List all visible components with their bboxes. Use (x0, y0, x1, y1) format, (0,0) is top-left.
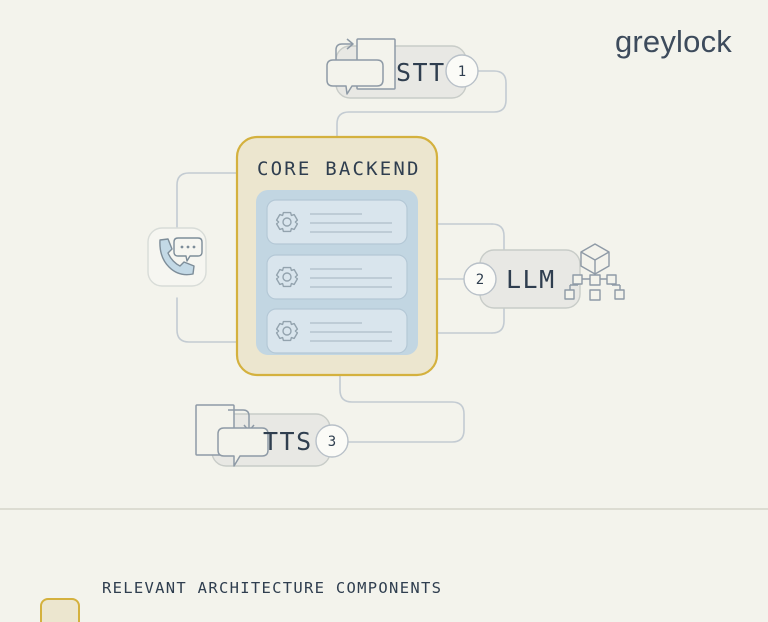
greylock-logo: greylock (614, 24, 732, 59)
node-llm[interactable]: LLM 2 (463, 243, 625, 309)
cube-network-icon (564, 243, 625, 301)
network-node-icon (572, 274, 583, 285)
gear-icon (275, 320, 299, 342)
gear-teeth-icon (275, 211, 299, 233)
phone-bubble-dot-icon (186, 245, 190, 249)
phone-bubble-icon (173, 237, 203, 262)
core-backend-row[interactable] (266, 199, 408, 245)
network-node-icon (589, 274, 601, 286)
connector-stt-to-core (336, 70, 507, 140)
node-tts[interactable]: TTS 3 (195, 404, 349, 467)
stt-bubble-icon (326, 59, 384, 95)
row-2-box[interactable] (266, 254, 408, 300)
core-backend-title: CORE BACKEND (257, 158, 421, 180)
gear-teeth-icon (275, 266, 299, 288)
phone-bubble-dot-icon (192, 245, 196, 249)
gear-center-icon (282, 272, 292, 282)
speech-to-text-icon (326, 38, 396, 95)
node-stt[interactable]: STT 1 (326, 38, 479, 99)
tts-badge-circle (315, 424, 349, 458)
core-backend-row[interactable] (266, 254, 408, 300)
network-node-icon (564, 289, 575, 300)
stt-label: STT (396, 58, 446, 87)
row-3-box[interactable] (266, 308, 408, 354)
phone-bubble-dot-icon (180, 245, 184, 249)
stt-badge-number: 1 (458, 64, 466, 80)
tts-arrow-icon (228, 409, 250, 430)
tts-badge-number: 3 (328, 434, 336, 450)
legend-text: RELEVANT ARCHITECTURE COMPONENTS FOR FUN… (102, 538, 463, 622)
gear-icon (275, 211, 299, 233)
gear-center-icon (282, 326, 292, 336)
gear-teeth-icon (275, 320, 299, 342)
node-core-backend[interactable]: CORE BACKEND (235, 135, 439, 377)
llm-label: LLM (506, 265, 556, 294)
connector-phone-to-core-upper (176, 172, 238, 241)
connector-group (176, 70, 507, 443)
telephony-box[interactable] (147, 227, 207, 287)
tts-bubble-icon (217, 427, 269, 467)
row-1-box[interactable] (266, 199, 408, 245)
core-backend-row[interactable] (266, 308, 408, 354)
stt-arrow-icon (335, 43, 352, 68)
llm-badge-circle (463, 262, 497, 296)
phone-handset-icon (159, 238, 195, 276)
connector-llm-top-stub (491, 223, 505, 251)
stt-arrow-head-icon (346, 38, 354, 50)
connector-phone-to-core-lower (176, 297, 238, 343)
connector-core-to-tts (339, 374, 465, 443)
text-to-speech-icon (195, 404, 269, 467)
gear-icon (275, 266, 299, 288)
network-node-icon (589, 289, 601, 301)
legend-line-1: RELEVANT ARCHITECTURE COMPONENTS (102, 579, 443, 597)
llm-badge-number: 2 (476, 272, 484, 288)
tts-label: TTS (263, 427, 313, 456)
network-node-icon (614, 289, 625, 300)
stt-badge-circle (445, 54, 479, 88)
connector-llm-bottom-stub (491, 307, 505, 334)
legend: RELEVANT ARCHITECTURE COMPONENTS FOR FUN… (40, 538, 463, 622)
phone-chat-icon (159, 237, 203, 276)
network-node-icon (606, 274, 617, 285)
node-telephony[interactable] (147, 227, 207, 287)
legend-swatch (40, 598, 80, 622)
gear-center-icon (282, 217, 292, 227)
